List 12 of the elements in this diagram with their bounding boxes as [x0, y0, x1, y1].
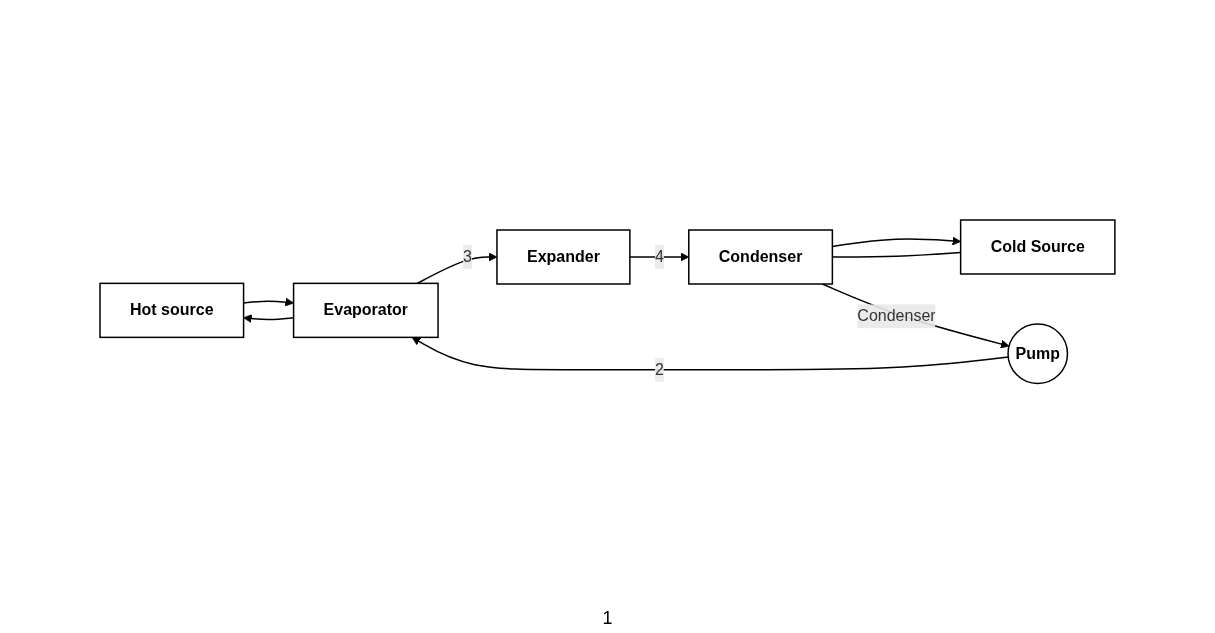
arrow [416, 252, 498, 285]
edge-label: 2 [654, 360, 664, 378]
edge-label: Condenser [857, 307, 936, 325]
node-circle: Pump [1007, 323, 1069, 385]
node-box: Evaporator [292, 282, 439, 339]
node-box: Cold Source [959, 219, 1116, 275]
edge-label: 3 [463, 248, 473, 266]
node-box: Condenser [688, 229, 834, 285]
edge-label: 4 [654, 248, 664, 266]
node-box: Hot source [99, 282, 245, 339]
node-box: Expander [496, 229, 631, 285]
state-number: 1 [602, 608, 613, 629]
